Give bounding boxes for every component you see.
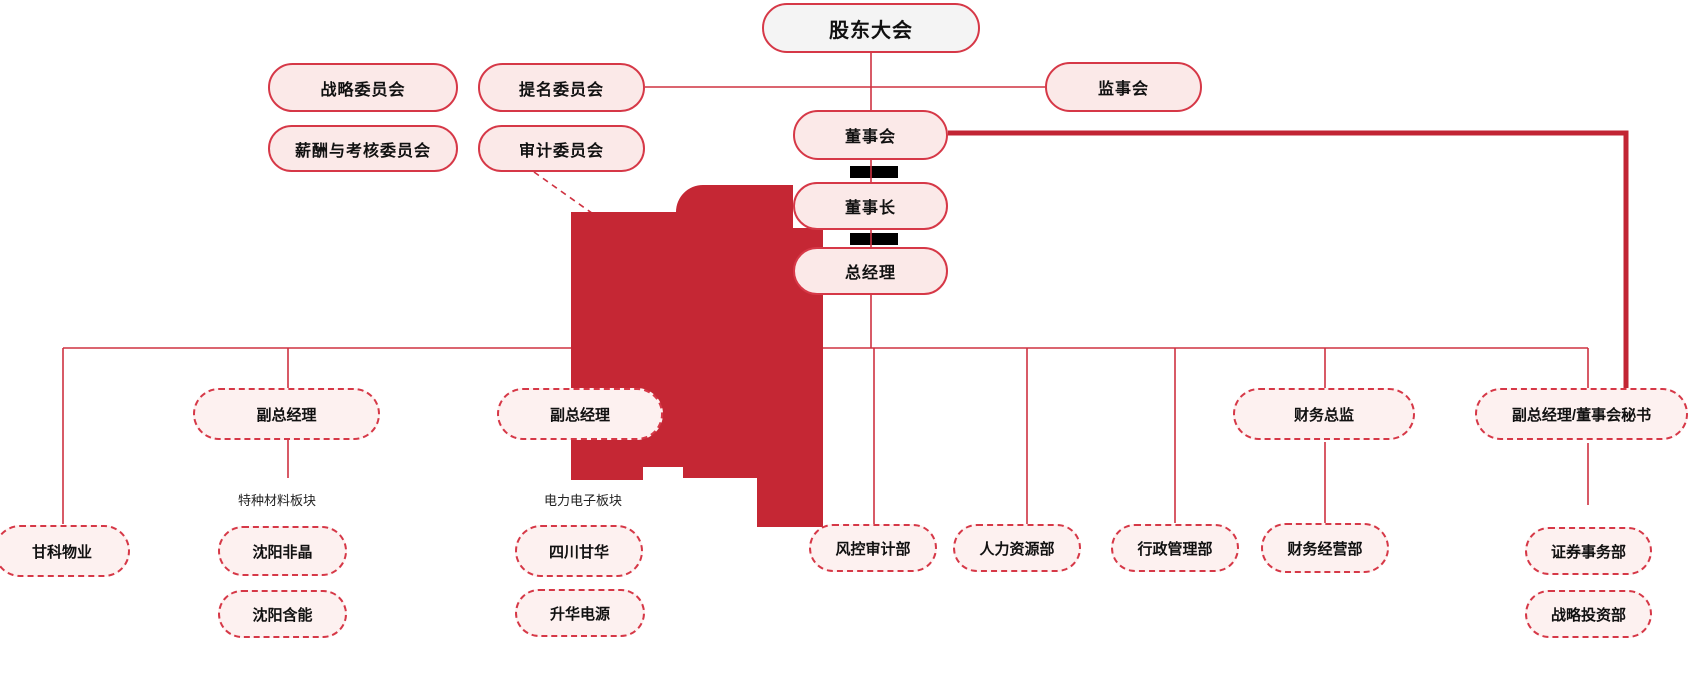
node-shenyang-hanneng: 沈阳含能: [218, 590, 347, 638]
node-hr-dept: 人力资源部: [953, 524, 1081, 572]
node-finance-operation-dept: 财务经营部: [1261, 523, 1389, 573]
node-label: 行政管理部: [1137, 540, 1213, 558]
node-label: 人力资源部: [979, 540, 1055, 558]
node-nomination-committee: 提名委员会: [478, 63, 645, 112]
node-label: 董事长: [844, 200, 896, 217]
node-board-of-directors: 董事会: [793, 110, 948, 160]
line-audit-committee-dashed: [533, 171, 597, 217]
node-shareholders-meeting: 股东大会: [762, 3, 980, 53]
node-label: 副总经理/董事会秘书: [1511, 406, 1652, 424]
node-admin-dept: 行政管理部: [1111, 524, 1239, 572]
line-board-thick: [948, 130, 1629, 390]
node-sichuan-ganhua: 四川甘华: [515, 525, 643, 577]
node-cfo: 财务总监: [1233, 388, 1415, 440]
node-audit-committee: 审计委员会: [478, 125, 645, 172]
node-risk-audit-dept: 风控审计部: [809, 524, 937, 572]
node-deputy-gm-2: 副总经理: [497, 388, 663, 440]
node-compensation-committee: 薪酬与考核委员会: [268, 125, 458, 172]
node-ganke-property: 甘科物业: [0, 525, 130, 577]
node-deputy-gm-board-secretary: 副总经理/董事会秘书: [1475, 388, 1688, 440]
node-securities-affairs-dept: 证券事务部: [1525, 527, 1652, 575]
node-chairman: 董事长: [793, 182, 948, 230]
node-label: 董事会: [844, 129, 896, 146]
label-special-materials-segment: 特种材料板块: [237, 493, 316, 508]
node-label: 战略委员会: [320, 81, 406, 99]
node-label: 四川甘华: [548, 543, 609, 561]
node-label: 副总经理: [549, 406, 610, 424]
node-general-manager: 总经理: [793, 247, 948, 295]
node-label: 审计委员会: [518, 142, 604, 160]
node-label: 财务经营部: [1287, 540, 1363, 558]
node-label: 副总经理: [256, 406, 317, 424]
black-bar-2: [850, 233, 898, 245]
node-label: 沈阳非晶: [252, 543, 313, 561]
node-label: 提名委员会: [518, 81, 604, 99]
node-label: 战略投资部: [1550, 606, 1626, 624]
red-watermark-blob: [571, 185, 823, 527]
node-label: 薪酬与考核委员会: [294, 142, 431, 160]
node-label: 升华电源: [549, 605, 610, 623]
node-deputy-gm-1: 副总经理: [193, 388, 380, 440]
node-strategy-committee: 战略委员会: [268, 63, 458, 112]
node-label: 股东大会: [829, 19, 913, 42]
node-shenghua-power: 升华电源: [515, 589, 645, 637]
node-strategic-investment-dept: 战略投资部: [1525, 590, 1652, 638]
node-label: 风控审计部: [835, 540, 911, 558]
label-power-electronics-segment: 电力电子板块: [543, 493, 622, 508]
node-label: 沈阳含能: [252, 606, 313, 624]
node-shenyang-feijing: 沈阳非晶: [218, 526, 347, 576]
node-label: 总经理: [844, 265, 896, 282]
node-label: 监事会: [1097, 81, 1149, 98]
node-supervisory-board: 监事会: [1045, 62, 1202, 112]
node-label: 甘科物业: [31, 543, 92, 561]
node-label: 证券事务部: [1550, 543, 1626, 561]
node-label: 财务总监: [1293, 406, 1354, 424]
black-bar-1: [850, 166, 898, 178]
